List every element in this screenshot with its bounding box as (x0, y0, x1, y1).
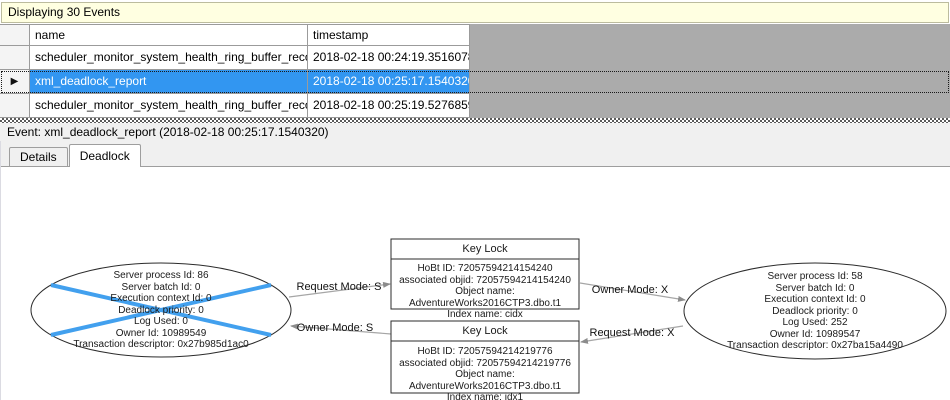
grid-corner-cell (0, 24, 30, 46)
process-survivor-text: Server process Id: 58 Server batch Id: 0… (685, 271, 945, 352)
proc-line: Server batch Id: 0 (775, 282, 855, 294)
keylock-1-title: Key Lock (462, 243, 508, 255)
edge-request-x (580, 325, 684, 344)
table-row[interactable]: scheduler_monitor_system_health_ring_buf… (0, 94, 950, 118)
proc-line: Owner Id: 10989547 (769, 328, 861, 340)
proc-line: Log Used: 252 (782, 317, 848, 328)
edge-label-owner-x: Owner Mode: X (591, 284, 669, 296)
proc-line: Log Used: 0 (134, 316, 188, 327)
current-row-arrow-icon: ▶ (10, 76, 19, 87)
resource-line: Index name: idx1 (446, 392, 524, 400)
row-header-cell[interactable]: ▶ (0, 70, 30, 94)
events-count-bar: Displaying 30 Events (1, 2, 949, 23)
proc-line: Execution context Id: 0 (764, 294, 866, 305)
event-header-label: Event: xml_deadlock_report (2018-02-18 0… (7, 125, 329, 139)
resource-line: HoBt ID: 72057594214154240 (417, 263, 553, 274)
proc-line: Deadlock priority: 0 (118, 304, 204, 316)
cell-name[interactable]: scheduler_monitor_system_health_ring_buf… (30, 94, 308, 118)
events-count-label: Displaying 30 Events (8, 5, 121, 19)
keylock-2-title: Key Lock (462, 325, 508, 337)
edge-label-request-x: Request Mode: X (589, 327, 675, 339)
row-header-cell[interactable] (0, 46, 30, 70)
proc-line: Deadlock priority: 0 (772, 305, 858, 317)
edge-label-owner-s: Owner Mode: S (296, 322, 374, 334)
table-row[interactable]: scheduler_monitor_system_health_ring_buf… (0, 46, 950, 70)
resource-line: associated objid: 72057594214219776 (399, 357, 571, 369)
cell-timestamp[interactable]: 2018-02-18 00:24:19.3516078 (308, 46, 470, 70)
process-node-survivor (683, 262, 947, 360)
column-header-timestamp[interactable]: timestamp (308, 24, 470, 46)
process-victim-text: Server process Id: 86 Server batch Id: 0… (31, 270, 291, 351)
row-header-cell[interactable] (0, 94, 30, 118)
edge-request-s (288, 281, 391, 298)
proc-line: Owner Id: 10989549 (115, 327, 207, 339)
resource-line: associated objid: 72057594214154240 (399, 274, 571, 286)
deadlock-edges (288, 281, 686, 344)
resource-line: Object name: AdventureWorks2016CTP3.dbo.… (408, 369, 562, 392)
keylock-2-text: HoBt ID: 72057594214219776 associated ob… (391, 346, 579, 400)
proc-line: Execution context Id: 0 (110, 293, 212, 304)
edge-owner-s (290, 323, 392, 335)
tab-details[interactable]: Details (9, 147, 68, 166)
cell-name[interactable]: xml_deadlock_report (30, 70, 308, 94)
cell-timestamp[interactable]: 2018-02-18 00:25:17.1540320 (308, 70, 470, 94)
tab-strip: Details Deadlock (1, 141, 950, 167)
proc-line: Transaction descriptor: 0x27ba15a4490 (727, 340, 903, 351)
edge-owner-x (579, 282, 686, 302)
victim-cross-icon (50, 283, 272, 337)
resource-line: Object name: AdventureWorks2016CTP3.dbo.… (408, 286, 562, 309)
event-header: Event: xml_deadlock_report (2018-02-18 0… (0, 123, 950, 141)
proc-line: Server batch Id: 0 (121, 281, 201, 293)
proc-line: Server process Id: 86 (113, 270, 209, 281)
cell-name[interactable]: scheduler_monitor_system_health_ring_buf… (30, 46, 308, 70)
tab-deadlock[interactable]: Deadlock (68, 144, 141, 167)
events-grid: name timestamp scheduler_monitor_system_… (0, 24, 950, 118)
proc-line: Transaction descriptor: 0x27b985d1ac0 (73, 339, 249, 350)
deadlock-graph-panel: Server process Id: 86 Server batch Id: 0… (1, 166, 950, 400)
deadlock-graph (30, 238, 947, 394)
event-detail-pane: Details Deadlock (0, 141, 950, 400)
table-row-selected[interactable]: ▶ xml_deadlock_report 2018-02-18 00:25:1… (0, 70, 950, 94)
proc-line: Server process Id: 58 (767, 271, 863, 282)
keylock-1-text: HoBt ID: 72057594214154240 associated ob… (391, 263, 579, 321)
grid-header-row: name timestamp (0, 24, 950, 46)
cell-timestamp[interactable]: 2018-02-18 00:25:19.5276859 (308, 94, 470, 118)
edge-label-request-s: Request Mode: S (296, 281, 382, 293)
column-header-name[interactable]: name (30, 24, 308, 46)
resource-line: HoBt ID: 72057594214219776 (417, 346, 553, 357)
resource-node-keylock-2 (390, 320, 580, 394)
resource-node-keylock-1 (390, 238, 580, 310)
resource-line: Index name: cidx (447, 309, 523, 321)
pane-splitter[interactable] (0, 118, 950, 123)
